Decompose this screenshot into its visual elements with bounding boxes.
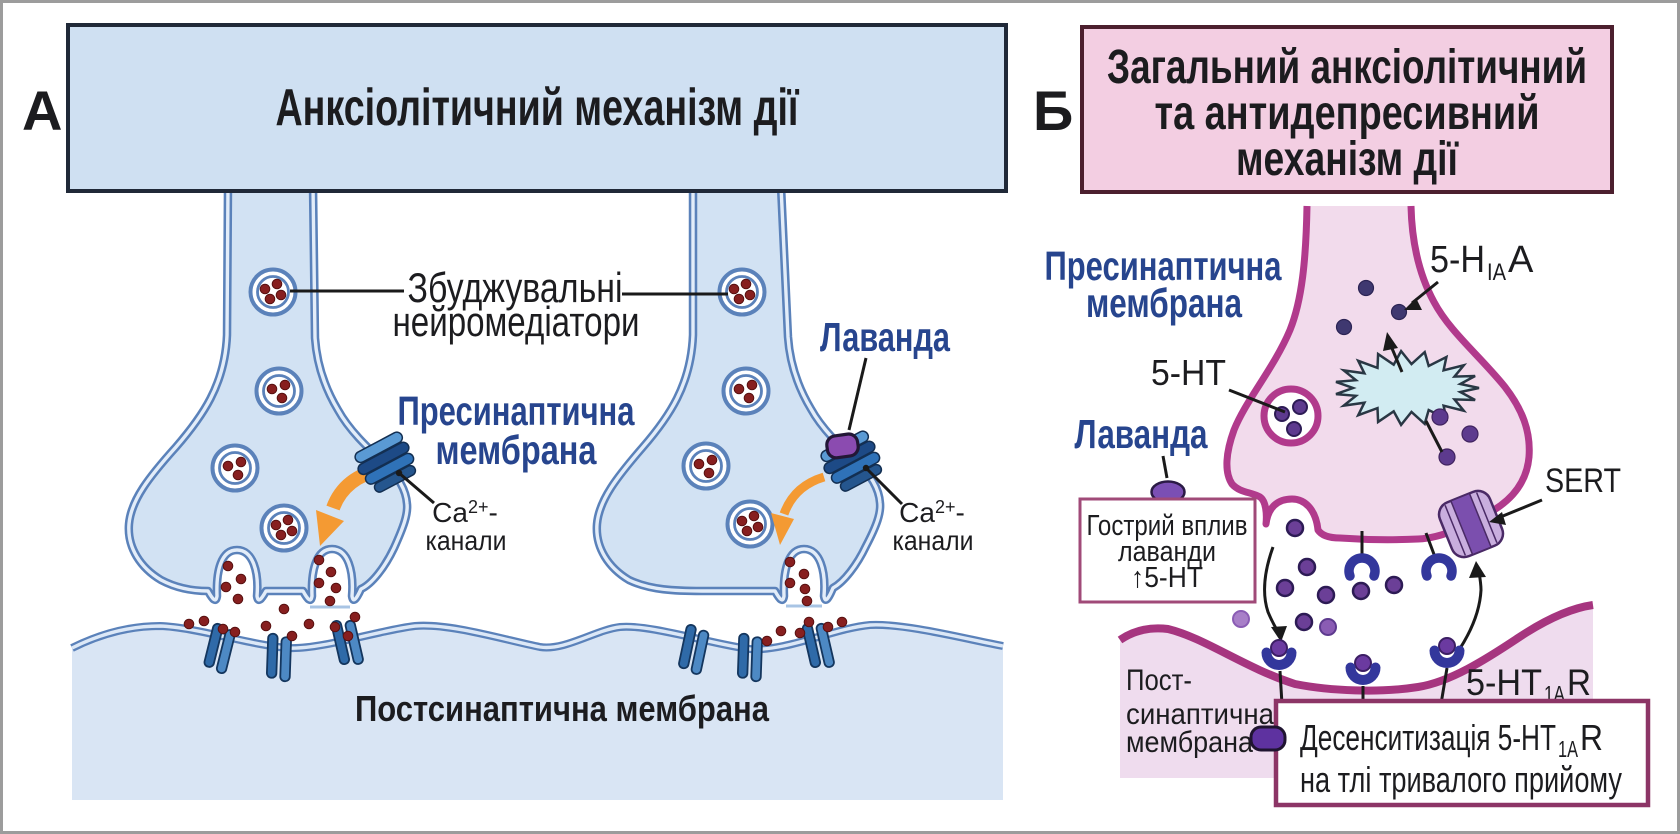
svg-text:5-HT: 5-HT [1466,662,1542,703]
svg-text:мембрана: мембрана [436,427,598,473]
svg-text:Ca2+-: Ca2+- [432,497,498,528]
svg-text:A: A [1508,239,1534,281]
svg-text:Пресинаптична: Пресинаптична [1045,243,1283,289]
svg-text:лаванди: лаванди [1118,536,1216,568]
svg-text:канали: канали [893,525,974,556]
svg-text:5-HT: 5-HT [1151,352,1226,393]
svg-text:Загальний анксіолітичний: Загальний анксіолітичний [1107,41,1587,94]
svg-text:синаптична: синаптична [1126,698,1274,731]
svg-text:SERT: SERT [1545,462,1621,500]
svg-text:на тлі тривалого прийому: на тлі тривалого прийому [1300,759,1622,800]
svg-text:Ca2+-: Ca2+- [899,497,965,528]
svg-text:Б: Б [1033,79,1073,142]
svg-text:нейромедіатори: нейромедіатори [393,298,640,345]
svg-text:Пост-: Пост- [1126,664,1192,697]
svg-text:Збуджувальні: Збуджувальні [408,264,623,311]
svg-text:А: А [22,79,62,142]
svg-text:R: R [1567,662,1591,703]
svg-text:Пресинаптична: Пресинаптична [398,388,636,434]
svg-text:Лаванда: Лаванда [820,314,951,360]
svg-text:механізм дії: механізм дії [1236,133,1459,186]
svg-text:Лаванда: Лаванда [1075,411,1209,457]
svg-text:R: R [1580,717,1603,758]
svg-text:канали: канали [426,525,507,556]
svg-text:5-H: 5-H [1430,239,1485,281]
svg-text:Гострий вплив: Гострий вплив [1087,510,1248,542]
svg-text:↑5-HT: ↑5-HT [1131,562,1203,594]
svg-text:та антидепресивний: та антидепресивний [1155,87,1540,140]
svg-text:Анксіолітичний механізм дії: Анксіолітичний механізм дії [276,79,800,137]
svg-text:мембрана: мембрана [1086,280,1243,326]
svg-text:Десенситизація 5-HT: Десенситизація 5-HT [1300,717,1556,758]
svg-text:мембрана: мембрана [1126,726,1253,759]
svg-text:IA: IA [1487,259,1506,286]
svg-text:Постсинаптична мембрана: Постсинаптична мембрана [355,688,770,729]
svg-text:1A: 1A [1558,736,1578,762]
